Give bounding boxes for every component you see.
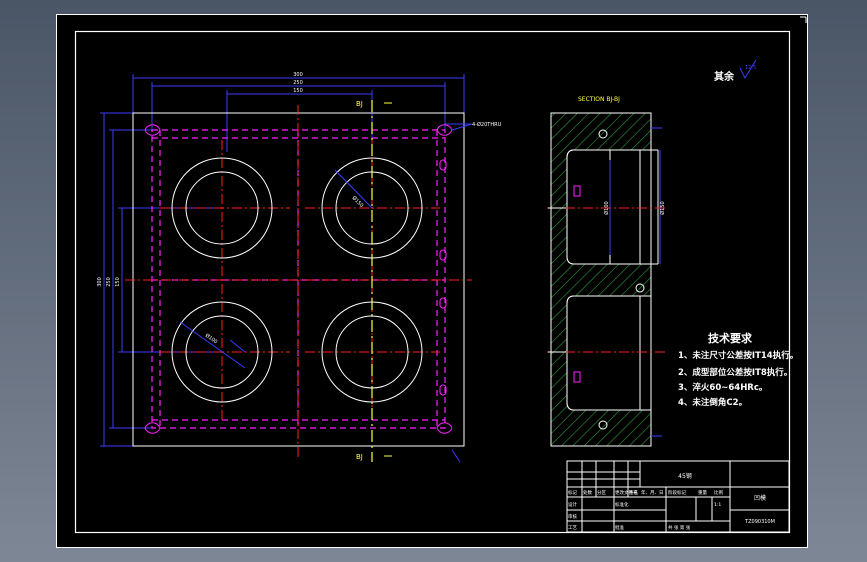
sheet-label: 共 张 第 张 — [668, 524, 691, 531]
roughness-check-icon — [739, 59, 757, 80]
title-block: 45钢 凹模 TZ090310M 标记 处数 分区 更改文件号 签名 年、月、日… — [566, 460, 790, 533]
scale-label: 比例 — [714, 489, 723, 496]
tech-req-item-3: 3、淬火60~64HRc。 — [678, 382, 767, 393]
cavities — [171, 157, 423, 403]
tech-req-title: 技术要求 — [708, 331, 753, 345]
dim-left-1: 300 — [97, 277, 103, 287]
drawing-sheet — [56, 14, 808, 548]
hole-callout: 4-Ø20THRU — [472, 121, 502, 128]
cavity-inner-bl — [185, 315, 259, 389]
drawing-frame — [74, 30, 791, 534]
section-dim-bore: Ø100 — [603, 201, 610, 214]
dim-left-3: 150 — [115, 277, 121, 287]
section-centerlines — [547, 207, 665, 353]
roughness-value: 12.5 — [745, 65, 756, 71]
cavity-inner-tl — [185, 171, 259, 245]
section-small-marks — [548, 207, 566, 353]
title-block-grid — [566, 460, 790, 533]
approve-label: 批准 — [615, 524, 624, 531]
cavity-outer-tl — [171, 157, 273, 259]
roughness-label: 其余 — [714, 70, 735, 83]
corner-holes — [144, 124, 453, 434]
frame-corner-marks — [800, 16, 807, 23]
drawing-number: TZ090310M — [744, 519, 775, 525]
section-marker-top: BJ — [356, 100, 363, 108]
section-marker-bottom: BJ — [356, 453, 363, 461]
scale-value: 1:1 — [714, 502, 721, 508]
row-label-5: 签名 — [629, 489, 638, 496]
diameter-leaders — [179, 123, 473, 463]
row-label-2: 处数 — [583, 489, 592, 496]
dim-left-2: 250 — [106, 277, 112, 287]
cavity-inner-tr — [335, 171, 409, 245]
section-title: SECTION BJ-BJ — [578, 96, 620, 103]
dim-top-2: 250 — [293, 80, 303, 86]
roughness-symbol: 其余 12.5 — [714, 59, 757, 83]
section-dim-counterbore: Ø150 — [659, 201, 666, 214]
weight-label: 重量 — [698, 489, 707, 496]
plan-view: 300 250 150 300 250 150 — [97, 72, 502, 463]
row-label-3: 分区 — [597, 489, 606, 496]
section-bores — [566, 149, 652, 411]
tech-requirements: 技术要求 1、未注尺寸公差按IT14执行。 2、成型部位公差按IT8执行。 3、… — [678, 331, 798, 408]
tech-req-item-2: 2、成型部位公差按IT8执行。 — [678, 367, 792, 378]
designer-label: 设计 — [568, 501, 577, 508]
material: 45钢 — [678, 472, 692, 480]
row-label-1: 标记 — [568, 489, 577, 496]
section-view: SECTION BJ-BJ — [547, 96, 666, 447]
cavity-outer-tr — [321, 157, 423, 259]
standard-label: 标准化 — [615, 501, 629, 508]
title-block-labels: 标记 处数 分区 更改文件号 签名 年、月、日 设计 标准化 审核 工艺 批准 … — [568, 489, 723, 531]
dim-top-1: 300 — [293, 72, 303, 78]
tech-req-item-4: 4、未注倒角C2。 — [678, 397, 747, 408]
row-label-4: 更改文件号 — [615, 489, 638, 496]
row-label-6: 年、月、日 — [641, 489, 664, 496]
cavity-outer-br — [321, 301, 423, 403]
audit-label: 审核 — [568, 513, 577, 520]
part-name: 凹模 — [754, 494, 766, 502]
stage-label: 阶段标记 — [668, 489, 686, 496]
section-hidden — [573, 185, 581, 383]
sheet-border — [56, 14, 808, 548]
cavity-inner-br — [335, 315, 409, 389]
cavity-outer-bl — [171, 301, 273, 403]
dim-top-3: 150 — [293, 88, 303, 94]
process-label: 工艺 — [568, 525, 577, 531]
section-dimensions — [609, 127, 662, 437]
tech-req-item-1: 1、未注尺寸公差按IT14执行。 — [678, 350, 798, 361]
